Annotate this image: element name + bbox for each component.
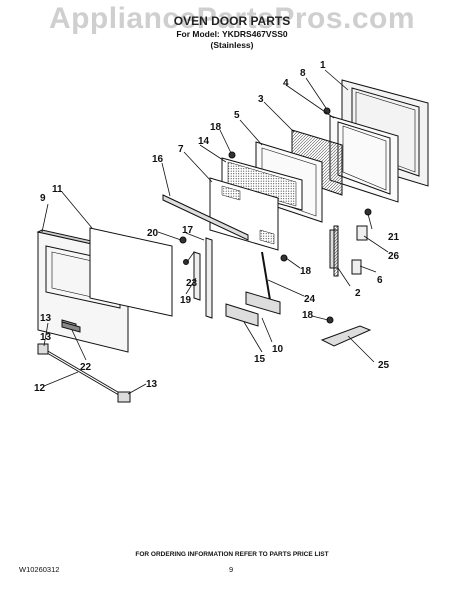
- callout-11: 11: [52, 184, 63, 195]
- part-19-strip: [193, 251, 201, 301]
- part-2-hinge: [329, 225, 339, 277]
- callout-12: 12: [34, 383, 46, 394]
- callout-24: 24: [304, 294, 316, 305]
- callout-6: 6: [377, 275, 383, 286]
- callout-22: 22: [80, 362, 92, 373]
- part-6-bracket: [351, 259, 362, 275]
- page-title: OVEN DOOR PARTS: [173, 14, 291, 28]
- ordering-note: FOR ORDERING INFORMATION REFER TO PARTS …: [135, 551, 329, 558]
- callout-25: 25: [378, 360, 390, 371]
- callout-23: 23: [186, 278, 198, 289]
- callout-13-c: 13: [40, 332, 52, 343]
- callout-7: 7: [178, 144, 184, 155]
- callouts: 1 2 3 4 5 6 7 8 9 10 11 12 13 13 13 14 1…: [34, 60, 400, 394]
- model-info: For Model: YKDRS467VSS0 (Stainless): [0, 29, 464, 51]
- callout-3: 3: [258, 94, 264, 105]
- callout-16: 16: [152, 154, 164, 165]
- part-10-block: [245, 291, 281, 315]
- part-16-bar: [162, 194, 249, 241]
- callout-15: 15: [254, 354, 266, 365]
- part-12-handle: [37, 343, 131, 403]
- callout-10: 10: [272, 344, 284, 355]
- callout-18-b: 18: [300, 266, 312, 277]
- callout-9: 9: [40, 193, 46, 204]
- callout-19: 19: [180, 295, 192, 306]
- callout-1: 1: [320, 60, 326, 71]
- model-line: For Model: YKDRS467VSS0: [176, 29, 288, 39]
- page-number: 9: [229, 565, 234, 574]
- part-11-glass: [89, 227, 173, 317]
- callout-18-a: 18: [210, 122, 222, 133]
- callout-20: 20: [147, 228, 159, 239]
- part-24-rod: [261, 251, 271, 301]
- finish-line: (Stainless): [210, 40, 254, 50]
- part-26-bracket: [356, 225, 368, 241]
- leader-lines: [41, 69, 389, 395]
- part-22-badge: [61, 321, 81, 333]
- callout-21: 21: [388, 232, 400, 243]
- callout-8: 8: [300, 68, 306, 79]
- part-7-window-glass: [209, 177, 279, 251]
- callout-4: 4: [283, 78, 289, 89]
- callout-26: 26: [388, 251, 400, 262]
- callout-13-a: 13: [40, 313, 52, 324]
- document-number: W10260312: [19, 565, 60, 574]
- watermark: AppliancePartsPros.com: [48, 2, 416, 35]
- callout-14: 14: [198, 136, 210, 147]
- part-17-strip: [205, 237, 213, 319]
- callout-2: 2: [355, 288, 361, 299]
- callout-13-b: 13: [146, 379, 158, 390]
- part-14-glass: [221, 157, 303, 211]
- callout-18-c: 18: [302, 310, 314, 321]
- part-15-block: [225, 303, 259, 327]
- part-25-hinge-arm: [320, 325, 372, 347]
- callout-17: 17: [182, 225, 194, 236]
- callout-5: 5: [234, 110, 240, 121]
